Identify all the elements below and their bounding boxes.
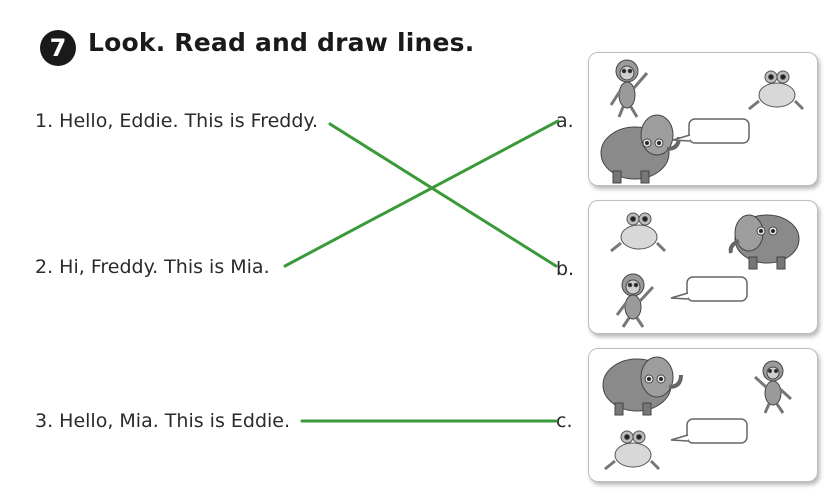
elephant-icon bbox=[602, 356, 683, 416]
frog-icon bbox=[748, 70, 805, 111]
picture-panel-a bbox=[588, 52, 818, 186]
option-b-label: b. bbox=[556, 258, 575, 280]
exercise-number: 7 bbox=[49, 34, 67, 62]
exercise-instruction: Look. Read and draw lines. bbox=[88, 28, 475, 57]
sentence-1: 1. Hello, Eddie. This is Freddy. bbox=[35, 110, 318, 132]
frog-icon bbox=[610, 212, 667, 253]
monkey-icon bbox=[615, 273, 655, 328]
elephant-icon bbox=[600, 114, 681, 184]
option-a-label: a. bbox=[556, 110, 574, 132]
frog-icon bbox=[604, 430, 661, 471]
speech-bubble-icon bbox=[672, 118, 750, 144]
speech-bubble-icon bbox=[670, 276, 748, 302]
speech-bubble-icon bbox=[670, 418, 748, 444]
sentence-3: 3. Hello, Mia. This is Eddie. bbox=[35, 410, 291, 432]
elephant-icon bbox=[728, 214, 800, 270]
exercise-number-badge: 7 bbox=[40, 30, 76, 66]
picture-panel-c bbox=[588, 348, 818, 482]
picture-panel-b bbox=[588, 200, 818, 334]
monkey-icon bbox=[753, 360, 793, 414]
line-1-to-b bbox=[328, 122, 558, 268]
line-2-to-a bbox=[283, 119, 560, 268]
monkey-icon bbox=[609, 59, 649, 118]
sentence-2: 2. Hi, Freddy. This is Mia. bbox=[35, 256, 270, 278]
option-c-label: c. bbox=[556, 410, 573, 432]
